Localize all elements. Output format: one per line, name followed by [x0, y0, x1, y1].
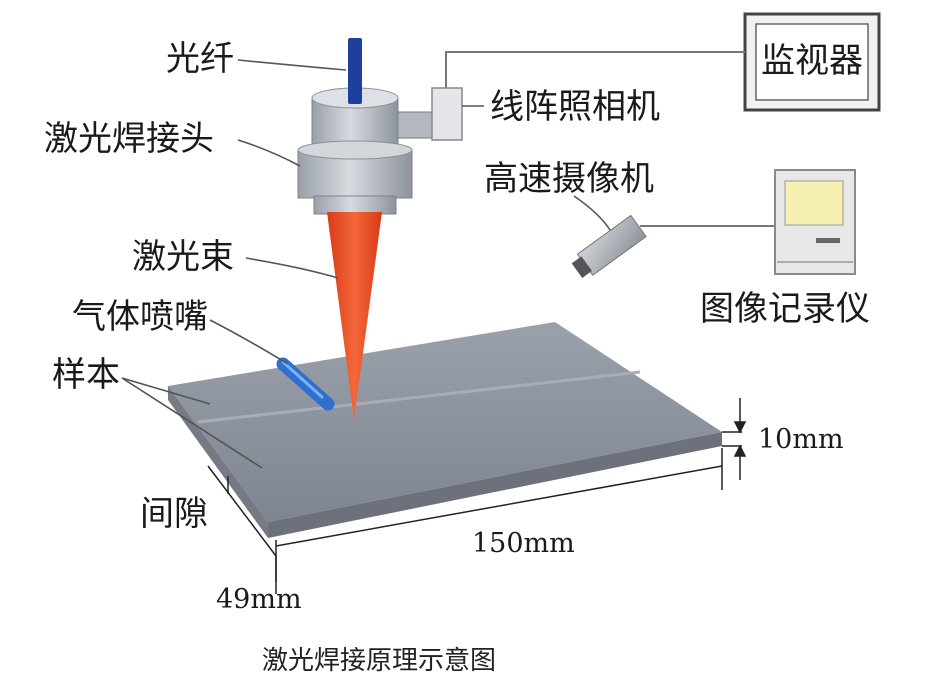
leader-lines [121, 59, 611, 469]
monitor [743, 12, 881, 112]
label-gap: 间隙 [140, 494, 208, 534]
dimension-thickness: 10mm [758, 424, 844, 455]
dimension-length: 150mm [472, 528, 575, 559]
line-camera [387, 87, 463, 141]
label-fiber: 光纤 [166, 39, 234, 79]
fiber [348, 38, 362, 104]
label-sample: 样本 [52, 355, 120, 395]
label-monitor: 监视器 [761, 41, 863, 81]
dimension-marks [207, 398, 747, 594]
laser-welding-head [297, 87, 413, 215]
dimension-width: 49mm [216, 584, 302, 615]
label-welding-head: 激光焊接头 [44, 119, 214, 159]
diagram-caption: 激光焊接原理示意图 [262, 646, 497, 676]
label-laser-beam: 激光束 [132, 237, 234, 277]
laser-beam [327, 212, 382, 420]
sample-plate [168, 322, 722, 538]
label-image-recorder: 图像记录仪 [700, 289, 870, 329]
gas-nozzle [276, 357, 335, 411]
image-recorder [774, 169, 856, 275]
label-line-camera: 线阵照相机 [490, 87, 660, 127]
label-high-speed-camera: 高速摄像机 [484, 159, 654, 199]
label-gas-nozzle: 气体喷嘴 [72, 297, 208, 337]
high-speed-camera [571, 214, 647, 278]
connection-lines [445, 51, 775, 227]
